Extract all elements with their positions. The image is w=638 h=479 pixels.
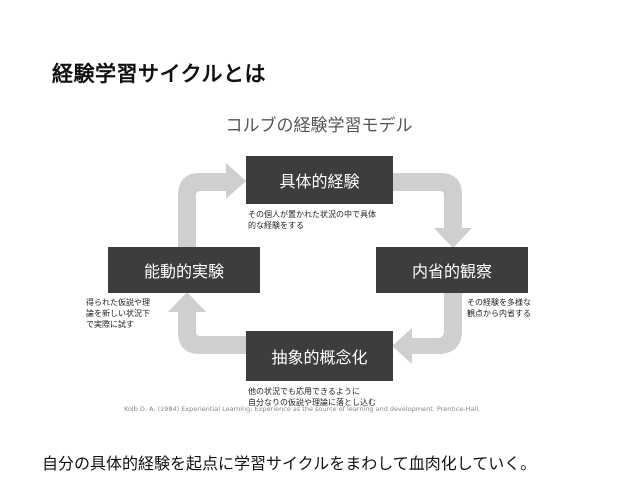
arrow-observation-to-conceptualization xyxy=(392,293,462,364)
note-abstract-conceptualization: 他の状況でも応用できるように自分なりの仮説や理論に落とし込む xyxy=(248,387,376,407)
summary-text: 自分の具体的経験を起点に学習サイクルをまわして血肉化していく。 xyxy=(42,454,537,473)
stage-abstract-conceptualization: 抽象的概念化 xyxy=(246,331,393,381)
stage-reflective-observation: 内省的観察 xyxy=(376,247,528,293)
note-concrete-experience: その個人が置かれた状況の中で具体的な経験をする xyxy=(248,210,376,230)
page-title: 経験学習サイクルとは xyxy=(52,62,266,86)
note-reflective-observation: その経験を多様な観点から内省する xyxy=(467,298,531,318)
diagram-title: コルブの経験学習モデル xyxy=(225,116,413,136)
citation: Kolb D. A. (1984) Experiential Learning:… xyxy=(124,405,481,413)
arrow-conceptualization-to-experimentation xyxy=(168,292,246,354)
note-active-experimentation: 得られた仮説や理論を新しい状況下で実際に試す xyxy=(86,298,150,329)
stage-active-experimentation: 能動的実験 xyxy=(108,247,260,293)
arrow-experience-to-observation xyxy=(393,173,472,248)
stage-concrete-experience: 具体的経験 xyxy=(246,156,393,204)
arrow-experimentation-to-experience xyxy=(178,163,246,248)
